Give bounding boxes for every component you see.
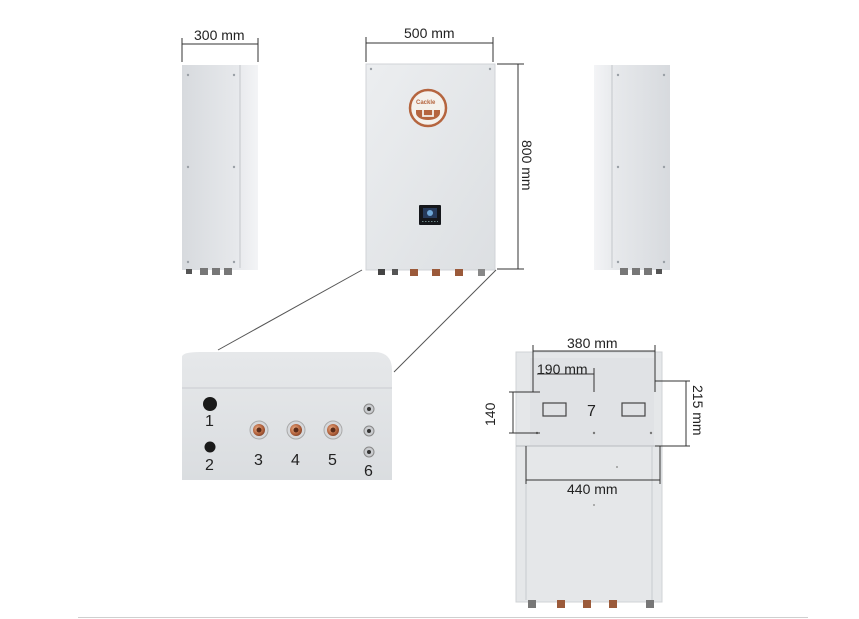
dimension-lines [181,37,524,373]
left-side-panel [182,65,258,270]
connection-2-icon [204,441,216,453]
connection-label-5: 5 [328,452,337,469]
front-view [365,63,496,276]
connection-label-6: 6 [364,463,373,480]
dim-back-bracket-height-left: 140 [482,402,498,426]
dim-back-width: 440 mm [567,481,618,497]
dim-back-bracket-half: 190 mm [537,361,588,377]
connection-detail-view [182,352,392,480]
dim-front-width: 500 mm [404,25,455,41]
connection-label-3: 3 [254,452,263,469]
connection-5-icon [323,420,343,440]
back-label-7: 7 [587,403,596,420]
dim-back-bracket-height-right: 215 mm [690,385,706,436]
left-side-view [182,65,258,275]
connection-label-4: 4 [291,452,300,469]
connection-3-icon [249,420,269,440]
right-side-panel [594,65,670,270]
right-side-view [594,65,670,275]
connection-label-1: 1 [205,413,214,430]
brand-logo-icon [408,88,448,128]
back-view [515,351,663,608]
dim-front-height: 800 mm [519,140,535,191]
connection-label-2: 2 [205,457,214,474]
connection-6-icon [363,403,375,458]
connection-4-icon [286,420,306,440]
dim-side-depth: 300 mm [194,27,245,43]
dim-back-bracket-width: 380 mm [567,335,618,351]
brand-logo-text: Cackle [416,100,436,106]
baseline-divider [78,617,808,618]
connection-1-icon [203,397,217,411]
